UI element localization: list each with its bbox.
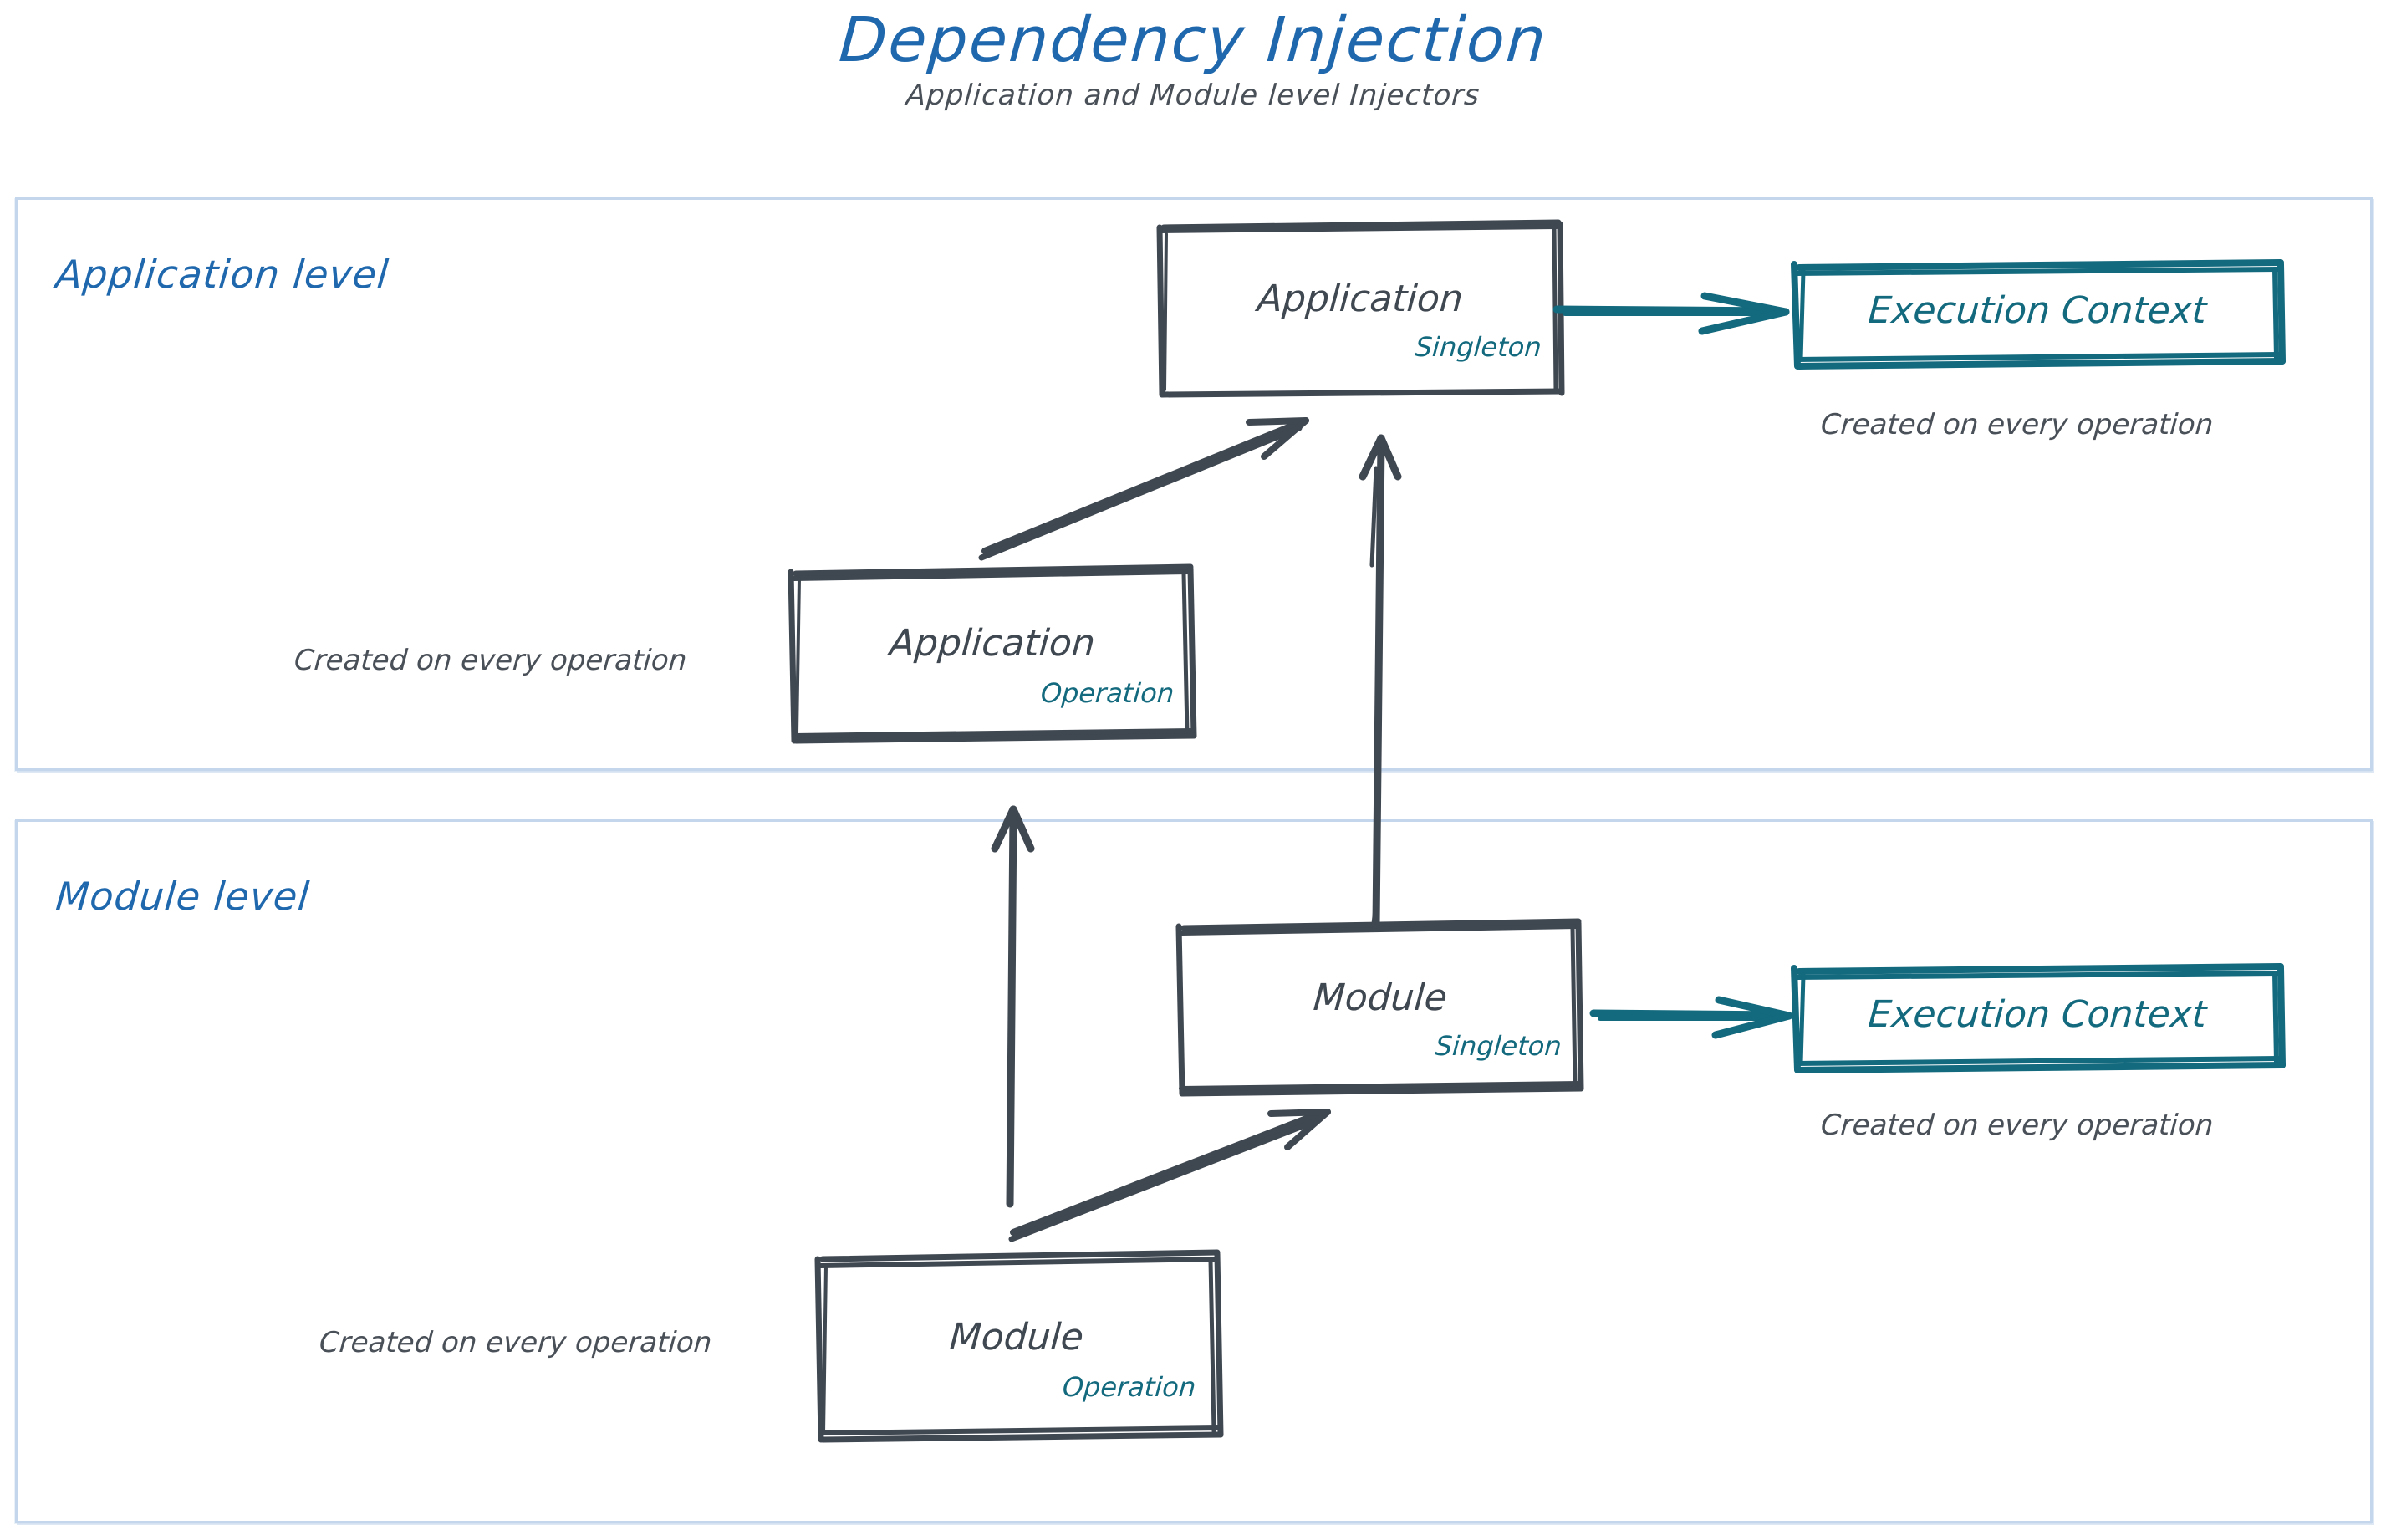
- node-execution-context-module[interactable]: Execution Context: [1796, 970, 2279, 1063]
- execution-context-application-note: Created on every operation: [1819, 408, 2215, 441]
- node-scope-badge: Operation: [1061, 1371, 1197, 1403]
- node-scope-badge: Singleton: [1414, 331, 1543, 363]
- title-block: Dependency Injection Application and Mod…: [0, 0, 2386, 112]
- execution-context-label: Execution Context: [1867, 289, 2208, 332]
- node-scope-badge: Operation: [1039, 677, 1175, 709]
- execution-context-module-note: Created on every operation: [1819, 1109, 2215, 1142]
- application-level-container: Application level: [15, 197, 2373, 771]
- node-title: Module: [948, 1316, 1085, 1359]
- node-title: Application: [1256, 278, 1465, 320]
- node-title: Module: [1312, 977, 1449, 1019]
- node-module-singleton[interactable]: Module Singleton: [1180, 925, 1580, 1089]
- node-application-singleton[interactable]: Application Singleton: [1160, 226, 1560, 390]
- application-operation-note: Created on every operation: [293, 644, 688, 677]
- page-title: Dependency Injection: [836, 4, 1550, 76]
- application-level-label: Application level: [54, 252, 391, 297]
- page-subtitle: Application and Module level Injectors: [905, 78, 1481, 112]
- node-module-operation[interactable]: Module Operation: [819, 1256, 1214, 1433]
- node-execution-context-application[interactable]: Execution Context: [1796, 266, 2279, 360]
- module-level-container: Module level: [15, 819, 2373, 1523]
- node-title: Application: [888, 622, 1097, 665]
- module-operation-note: Created on every operation: [318, 1326, 713, 1359]
- execution-context-label: Execution Context: [1867, 993, 2208, 1036]
- node-application-operation[interactable]: Application Operation: [793, 570, 1192, 739]
- node-scope-badge: Singleton: [1434, 1030, 1563, 1062]
- module-level-label: Module level: [54, 874, 312, 919]
